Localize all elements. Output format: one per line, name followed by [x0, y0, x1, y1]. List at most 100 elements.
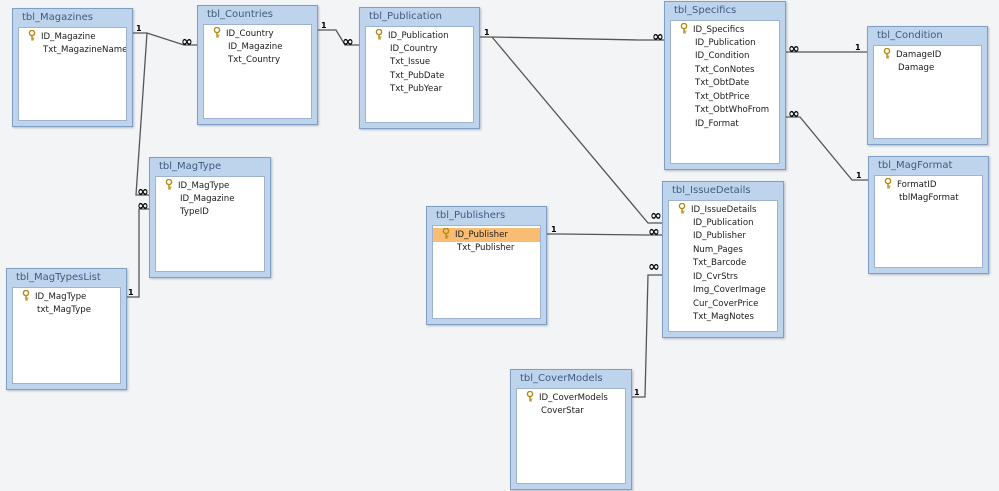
key-icon: [526, 391, 534, 402]
field-row[interactable]: ID_CvrStrs: [669, 271, 777, 285]
field-row[interactable]: ID_MagType: [13, 290, 120, 304]
field-name: Cur_CoverPrice: [693, 298, 759, 309]
field-row[interactable]: DamageID: [874, 48, 981, 62]
relationship-line-countries-publication[interactable]: [318, 29, 359, 46]
field-row[interactable]: ID_Country: [366, 43, 473, 57]
field-row[interactable]: ID_CoverModels: [517, 391, 625, 405]
field-name: ID_IssueDetails: [691, 205, 757, 215]
field-row[interactable]: Txt_MagNotes: [669, 311, 777, 325]
field-row[interactable]: txt_MagType: [13, 304, 120, 318]
field-row[interactable]: ID_Magazine: [156, 193, 264, 207]
table-title[interactable]: tbl_Publication: [369, 11, 442, 22]
relationship-line-magazines-countries[interactable]: [133, 32, 197, 46]
field-name: tblMagFormat: [899, 192, 959, 203]
field-row[interactable]: ID_Publisher: [433, 228, 540, 242]
cardinality-many-label: ∞: [652, 29, 664, 45]
table-title[interactable]: tbl_MagType: [159, 161, 222, 172]
field-row[interactable]: Txt_Country: [204, 54, 311, 68]
field-row[interactable]: ID_Publisher: [669, 230, 777, 244]
table-title[interactable]: tbl_MagTypesList: [16, 272, 101, 283]
table-title[interactable]: tbl_Countries: [207, 9, 273, 20]
field-row[interactable]: Damage: [874, 62, 981, 76]
field-name: ID_CvrStrs: [693, 271, 738, 282]
field-row[interactable]: Txt_Publisher: [433, 242, 540, 256]
field-row[interactable]: ID_IssueDetails: [669, 203, 777, 217]
field-row[interactable]: ID_Magazine: [19, 30, 126, 44]
field-row[interactable]: Txt_Barcode: [669, 257, 777, 271]
relationship-line-magformat-specifics[interactable]: [786, 116, 868, 181]
field-row[interactable]: tblMagFormat: [875, 192, 982, 206]
table-title[interactable]: tbl_Specifics: [674, 5, 737, 16]
key-icon: [22, 290, 30, 301]
table-title[interactable]: tbl_Publishers: [436, 210, 506, 221]
table-title[interactable]: tbl_CoverModels: [520, 373, 603, 384]
field-row[interactable]: Txt_ObtWhoFrom: [671, 104, 779, 118]
field-row[interactable]: ID_MagType: [156, 179, 264, 193]
relationship-line-magtypeslist-magtype[interactable]: [127, 208, 149, 298]
field-row[interactable]: ID_Publication: [671, 37, 779, 51]
field-row[interactable]: ID_Format: [671, 118, 779, 132]
field-row[interactable]: TypeID: [156, 206, 264, 220]
field-name: ID_Publisher: [455, 230, 508, 240]
field-row[interactable]: Txt_PubYear: [366, 83, 473, 97]
field-row[interactable]: Num_Pages: [669, 244, 777, 258]
field-row[interactable]: CoverStar: [517, 405, 625, 419]
field-row[interactable]: ID_Country: [204, 27, 311, 41]
relationship-line-publishers-issuedetails[interactable]: [547, 233, 662, 236]
field-row[interactable]: Txt_MagazineName: [19, 44, 126, 58]
table-title[interactable]: tbl_MagFormat: [878, 160, 953, 171]
field-name: ID_MagType: [35, 292, 87, 302]
field-row[interactable]: FormatID: [875, 178, 982, 192]
relationship-line-covermodels-issuedetails[interactable]: [632, 274, 662, 398]
field-name: ID_Condition: [695, 51, 750, 61]
relationship-line-publication-specifics[interactable]: [480, 36, 664, 41]
relationship-line-magazines-magtype[interactable]: [135, 32, 149, 196]
field-row[interactable]: ID_Publication: [366, 29, 473, 43]
field-name: Txt_PubDate: [390, 70, 445, 81]
field-row[interactable]: Txt_PubDate: [366, 70, 473, 84]
field-row[interactable]: Cur_CoverPrice: [669, 298, 777, 312]
field-name: ID_Publication: [388, 31, 449, 41]
field-name: CoverStar: [541, 405, 584, 416]
field-row[interactable]: ID_Condition: [671, 50, 779, 64]
key-icon: [28, 30, 36, 41]
field-row[interactable]: Txt_ObtPrice: [671, 91, 779, 105]
field-row[interactable]: Txt_Issue: [366, 56, 473, 70]
field-name: ID_Country: [226, 29, 274, 39]
table-title[interactable]: tbl_Magazines: [22, 12, 94, 23]
field-row[interactable]: ID_Publication: [669, 217, 777, 231]
table-title[interactable]: tbl_Condition: [877, 30, 943, 41]
relationship-line-publication-issuedetails[interactable]: [491, 36, 662, 224]
table-title[interactable]: tbl_IssueDetails: [672, 185, 751, 196]
field-row[interactable]: Txt_ObtDate: [671, 77, 779, 91]
field-row[interactable]: Img_CoverImage: [669, 284, 777, 298]
field-list[interactable]: ID_MagType txt_MagType: [12, 287, 121, 384]
field-name: Num_Pages: [693, 244, 743, 255]
field-row[interactable]: ID_Magazine: [204, 41, 311, 55]
cardinality-one-label: 1: [136, 24, 142, 33]
field-row[interactable]: Txt_ConNotes: [671, 64, 779, 78]
field-row[interactable]: ID_Specifics: [671, 23, 779, 37]
